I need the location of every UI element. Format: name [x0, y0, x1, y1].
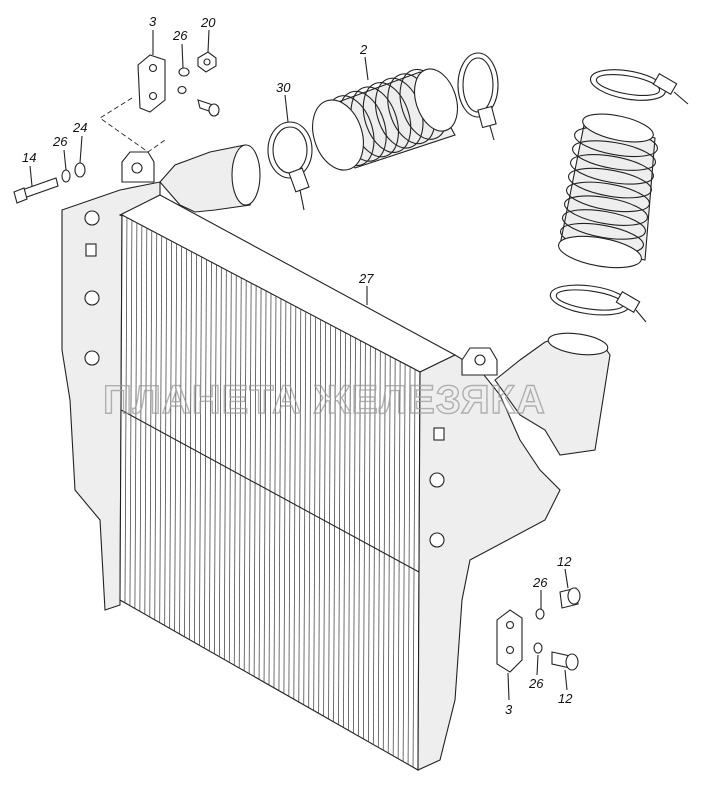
callout-27: 27	[358, 271, 374, 286]
left-boss-2	[84, 290, 100, 306]
left-plug	[85, 243, 97, 257]
left-tank	[61, 181, 161, 611]
leader-lines	[29, 29, 569, 701]
callout-24: 24	[72, 120, 87, 135]
callout-2: 2	[359, 42, 368, 57]
left-inlet-pipe	[159, 144, 261, 213]
bottom-bracket-3	[496, 609, 523, 673]
right-boss-1	[429, 472, 445, 488]
callout-26-top: 26	[172, 28, 188, 43]
core-divider	[120, 409, 420, 573]
callout-30: 30	[276, 80, 291, 95]
core-fins	[124, 217, 416, 768]
callout-12-bottom: 12	[558, 691, 573, 706]
washer-26-top	[177, 67, 190, 95]
callout-20: 20	[200, 15, 216, 30]
callouts: 3 26 20 2 30 24 26 14 27 12 26 26 12 3	[22, 14, 573, 717]
right-outlet-pipe	[494, 332, 611, 456]
callout-12-top: 12	[557, 554, 572, 569]
intercooler-core	[61, 151, 561, 771]
upper-hose-2	[312, 68, 458, 171]
left-boss-3	[84, 350, 100, 366]
nut-20	[197, 51, 217, 73]
left-boss-1	[84, 210, 100, 226]
upper-clamp-left-30	[267, 121, 313, 211]
callout-26-br-top: 26	[532, 575, 548, 590]
top-bracket-3	[137, 54, 166, 113]
right-clamp-bottom	[549, 284, 647, 323]
right-plug	[433, 427, 445, 441]
callout-26-br-bottom: 26	[528, 676, 544, 691]
washer-26-br-bottom	[533, 642, 543, 654]
washer-26-left	[61, 169, 71, 183]
right-clamp-top	[589, 69, 689, 105]
right-boss-2	[429, 532, 445, 548]
right-hose	[558, 113, 658, 269]
callout-26-left: 26	[52, 134, 68, 149]
callout-14: 14	[22, 150, 36, 165]
washer-24	[74, 162, 86, 178]
washer-26-br-top	[535, 608, 545, 620]
upper-clamp-right-30	[457, 52, 499, 141]
bolt-12-top	[559, 587, 581, 609]
top-bolt	[197, 99, 220, 117]
callout-3-bottom: 3	[505, 702, 513, 717]
bolt-14	[13, 177, 59, 204]
callout-3-top: 3	[149, 14, 157, 29]
bracket-leader-dashed	[99, 97, 166, 153]
watermark-text: ПЛАНЕТА ЖЕЛЕЗЯКА	[103, 378, 546, 422]
bolt-12-bottom	[551, 651, 579, 671]
